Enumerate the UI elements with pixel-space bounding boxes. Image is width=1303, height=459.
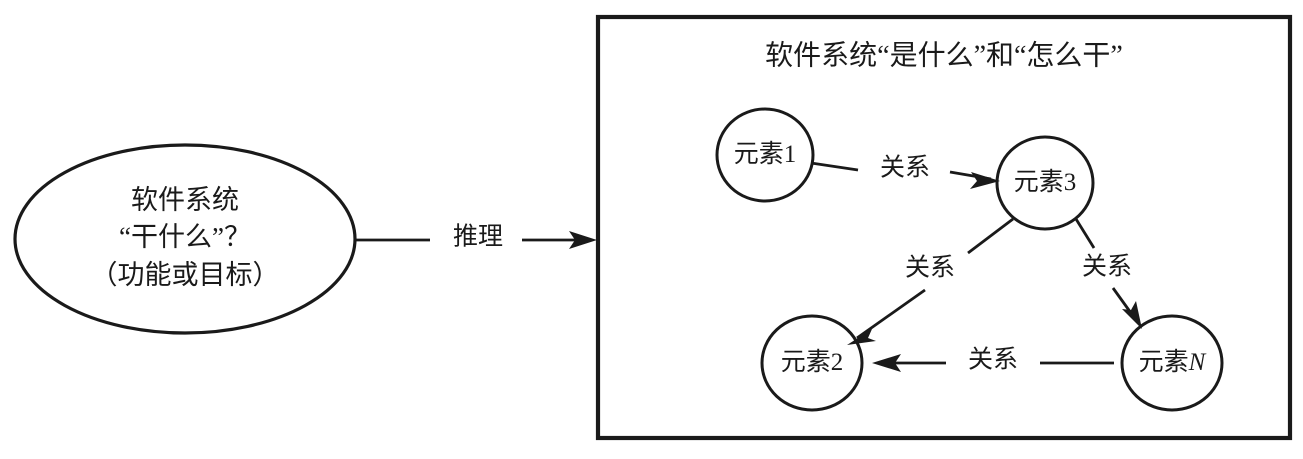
edge-3-to-2-line-upper xyxy=(967,217,1014,255)
edge-n-to-2-arrowhead-icon xyxy=(872,354,901,372)
transition-arrowhead-icon xyxy=(569,231,597,249)
edge-1-to-3-line-left xyxy=(810,161,859,172)
transition-arrow-group: 推理 xyxy=(356,223,597,251)
edge-1-to-3-label: 关系 xyxy=(880,154,930,182)
edge-1-to-3-arrowhead-icon xyxy=(970,172,1000,189)
edge-3-to-n-arrowhead-icon xyxy=(1122,301,1142,329)
edge-3-to-2-group: 关系 xyxy=(847,217,1014,345)
node-element-2-prefix: 元素 xyxy=(781,348,831,376)
edge-n-to-2-label: 关系 xyxy=(968,346,1018,374)
node-element-2-label: 元素2 xyxy=(781,348,844,376)
node-element-1-suffix: 1 xyxy=(784,141,797,168)
node-element-2-shape xyxy=(760,314,864,412)
node-element-2-suffix: 2 xyxy=(831,349,844,376)
node-element-n-prefix: 元素 xyxy=(1139,348,1189,376)
node-element-3-shape xyxy=(995,135,1095,231)
node-element-3-suffix: 3 xyxy=(1064,169,1077,196)
source-ellipse-line2: “干什么”？ xyxy=(119,222,251,252)
edge-3-to-n-label: 关系 xyxy=(1082,253,1132,281)
source-ellipse-line1: 软件系统 xyxy=(131,185,239,215)
node-element-3-group: 元素3 xyxy=(995,135,1095,231)
edge-3-to-2-line-lower xyxy=(856,288,926,340)
node-element-1-label: 元素1 xyxy=(734,140,797,168)
node-element-1-prefix: 元素 xyxy=(734,140,784,168)
frame-title: 软件系统“是什么”和“怎么干” xyxy=(765,39,1123,71)
edge-3-to-n-group: 关系 xyxy=(1074,218,1142,329)
edge-3-to-n-line-upper xyxy=(1074,218,1096,249)
node-element-n-group: 元素N xyxy=(1120,314,1224,412)
edge-3-to-2-arrowhead-icon xyxy=(847,329,876,345)
node-element-2-group: 元素2 xyxy=(760,314,864,412)
node-element-n-shape xyxy=(1120,314,1224,412)
node-element-n-suffix: N xyxy=(1188,349,1207,376)
source-ellipse-shape xyxy=(13,143,357,335)
edge-n-to-2-group: 关系 xyxy=(872,346,1114,374)
edge-1-to-3-group: 关系 xyxy=(810,154,1000,189)
source-ellipse-group: 软件系统 “干什么”？ （功能或目标） xyxy=(13,143,357,335)
node-element-1-shape xyxy=(715,107,815,203)
edge-3-to-2-label: 关系 xyxy=(905,254,955,282)
node-element-3-label: 元素3 xyxy=(1014,168,1077,196)
frame-border xyxy=(595,14,1293,441)
source-ellipse-line3: （功能或目标） xyxy=(91,260,280,290)
node-element-n-label: 元素N xyxy=(1139,348,1207,376)
node-element-1-group: 元素1 xyxy=(715,107,815,203)
node-element-3-prefix: 元素 xyxy=(1014,168,1064,196)
transition-label: 推理 xyxy=(453,223,503,251)
